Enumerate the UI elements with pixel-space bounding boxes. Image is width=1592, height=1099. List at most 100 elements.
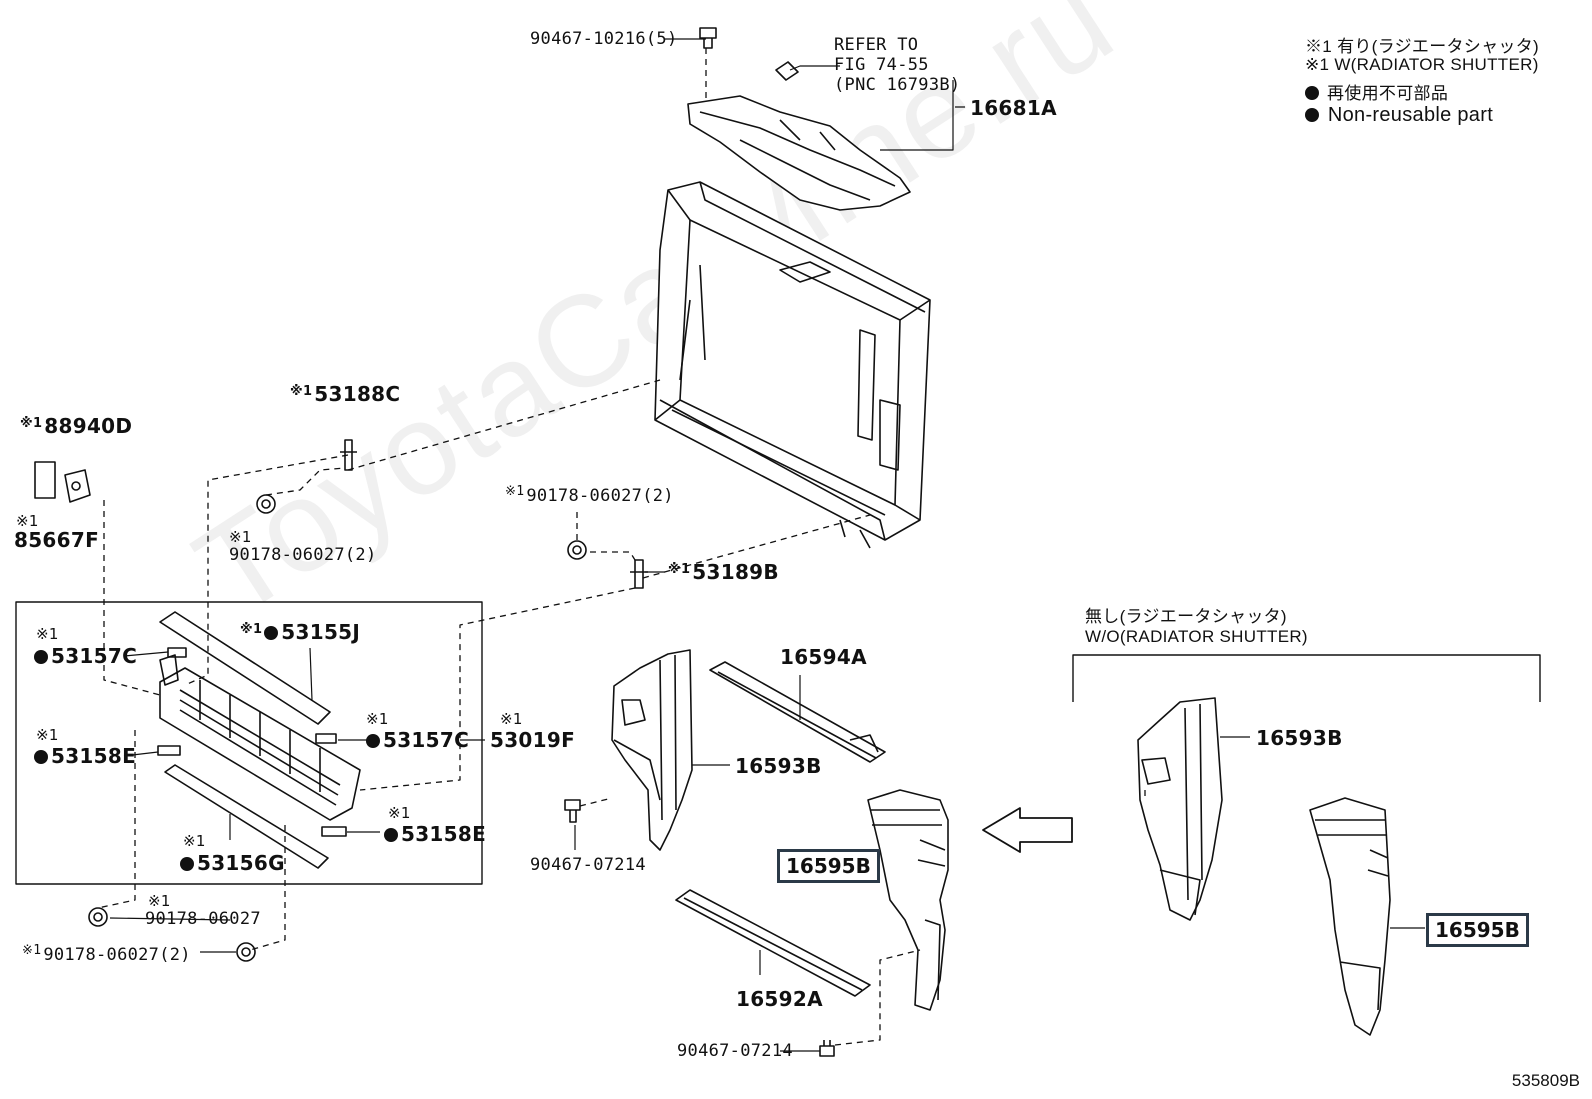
leader-53155j [309, 647, 313, 701]
non-reusable-dot-icon [1305, 86, 1319, 100]
part-number: 53155J [281, 620, 361, 644]
variant-mark: ※1 [290, 384, 313, 399]
part-label-53157c-left: 53157C [34, 644, 137, 668]
non-reusable-dot-icon [384, 828, 398, 842]
part-number: 53188C [314, 382, 401, 406]
mark-53157c-right: ※1 [366, 710, 389, 728]
mark-90178-06027-lower: ※1 [148, 892, 171, 910]
part-label-53156g: 53156G [180, 851, 285, 875]
air-guide-16593b-right [1137, 697, 1223, 921]
part-label-53019f: 53019F [490, 728, 576, 752]
mark-53158e-left: ※1 [36, 726, 59, 744]
legend-non-reusable-en: Non-reusable part [1305, 104, 1493, 127]
variant-mark: ※1 [505, 484, 525, 499]
variant-mark: ※1 [668, 562, 691, 577]
mark-53158e-right: ※1 [388, 804, 411, 822]
part-label-90467-07214-bottom: 90467-07214 [677, 1041, 793, 1061]
part-label-90178-06027-upper: 90178-06027(2) [229, 545, 377, 565]
part-label-90467-10216: 90467-10216(5) [530, 29, 678, 49]
variant-heading-en: W/O(RADIATOR SHUTTER) [1085, 627, 1308, 646]
part-label-53158e-right: 53158E [384, 822, 486, 846]
part-label-90467-07214-middle: 90467-07214 [530, 855, 646, 875]
assembly-dashed-lines [97, 48, 1146, 1046]
leader-refer [789, 65, 840, 71]
seal-16594a [709, 661, 886, 763]
leader-90178-06027-lower [109, 917, 231, 921]
clip-53189b [630, 559, 648, 589]
mark-53157c-left: ※1 [36, 625, 59, 643]
refer-line-3: (PNC 16793B) [834, 75, 961, 95]
non-reusable-dot-icon [366, 734, 380, 748]
air-guide-16593b-middle [611, 649, 693, 851]
bolt-90467-10216 [699, 27, 717, 49]
bolt-90467-07214-bottom [819, 1040, 835, 1057]
mark-53156g: ※1 [183, 832, 206, 850]
variant-heading-jp: 無し(ラジエータシャッタ) [1085, 607, 1287, 626]
seal-53156g [164, 764, 329, 869]
mark-90178-06027-upper: ※1 [229, 528, 252, 546]
legend-non-reusable-jp: 再使用不可部品 [1305, 79, 1448, 104]
air-guide-16595b-middle [867, 789, 949, 1011]
part-label-16594a: 16594A [780, 645, 867, 669]
part-number: 53156G [197, 851, 285, 875]
part-label-16593b-right: 16593B [1256, 726, 1343, 750]
part-label-16595b-middle: 16595B [777, 849, 880, 883]
leader-53158e-left [123, 751, 159, 757]
air-guide-16595b-right [1309, 797, 1391, 1036]
pad-53158e-left [157, 745, 181, 756]
variant-mark: ※1 [240, 622, 263, 637]
legend-with-shutter-en: ※1 W(RADIATOR SHUTTER) [1305, 55, 1539, 74]
part-number: 53189B [692, 560, 779, 584]
nut-90178-06027-bottom [236, 942, 256, 962]
pad-53157c-right [315, 733, 337, 744]
part-label-53157c-right: 53157C [366, 728, 469, 752]
bolt-90467-07214-middle [564, 799, 581, 823]
legend-non-reusable-en-text: Non-reusable part [1327, 104, 1494, 126]
seal-53155j [159, 611, 331, 725]
part-label-53158e-left: 53158E [34, 744, 136, 768]
part-label-16681a: 16681A [970, 96, 1057, 120]
part-label-16593b-middle: 16593B [735, 754, 822, 778]
figure-id: 535809B [1511, 1071, 1580, 1090]
nut-90178-06027-upper [256, 494, 276, 514]
legend-with-shutter-jp: ※1 有り(ラジエータシャッタ) [1305, 37, 1539, 56]
variant-mark: ※1 [20, 416, 43, 431]
part-label-16592a: 16592A [736, 987, 823, 1011]
part-number: 88940D [44, 414, 133, 438]
part-number: 90178-06027(2) [526, 486, 674, 506]
part-number: 53158E [51, 744, 137, 768]
part-number: 53158E [401, 822, 487, 846]
pad-53158e-right [321, 826, 347, 837]
part-label-85667f: 85667F [14, 528, 100, 552]
part-label-53155j: ※1 53155J [240, 620, 360, 644]
shutter-assembly-box [15, 601, 483, 885]
upper-cover-16681a [687, 61, 911, 211]
non-reusable-dot-icon [180, 857, 194, 871]
sensor-88940d [34, 461, 91, 503]
nut-90178-06027-lower [88, 907, 108, 927]
non-reusable-dot-icon [264, 626, 279, 640]
non-reusable-dot-icon [34, 750, 48, 764]
part-label-90178-06027-lower: 90178-06027 [145, 909, 261, 929]
non-reusable-dot-icon [34, 650, 48, 664]
nut-90178-06027-right [567, 540, 587, 560]
radiator-support-frame [654, 181, 931, 549]
direction-arrow [982, 807, 1073, 853]
seal-16592a [675, 889, 871, 997]
mark-53019f: ※1 [500, 710, 523, 728]
refer-line-1: REFER TO [834, 35, 919, 55]
legend-non-reusable-jp-text: 再使用不可部品 [1327, 84, 1449, 103]
refer-line-2: FIG 74-55 [834, 55, 929, 75]
mark-85667f: ※1 [16, 512, 39, 530]
part-number: 53157C [51, 644, 138, 668]
leader-53157c-left [123, 651, 169, 657]
part-number: 90178-06027(2) [43, 945, 191, 965]
variant-mark: ※1 [22, 943, 42, 958]
